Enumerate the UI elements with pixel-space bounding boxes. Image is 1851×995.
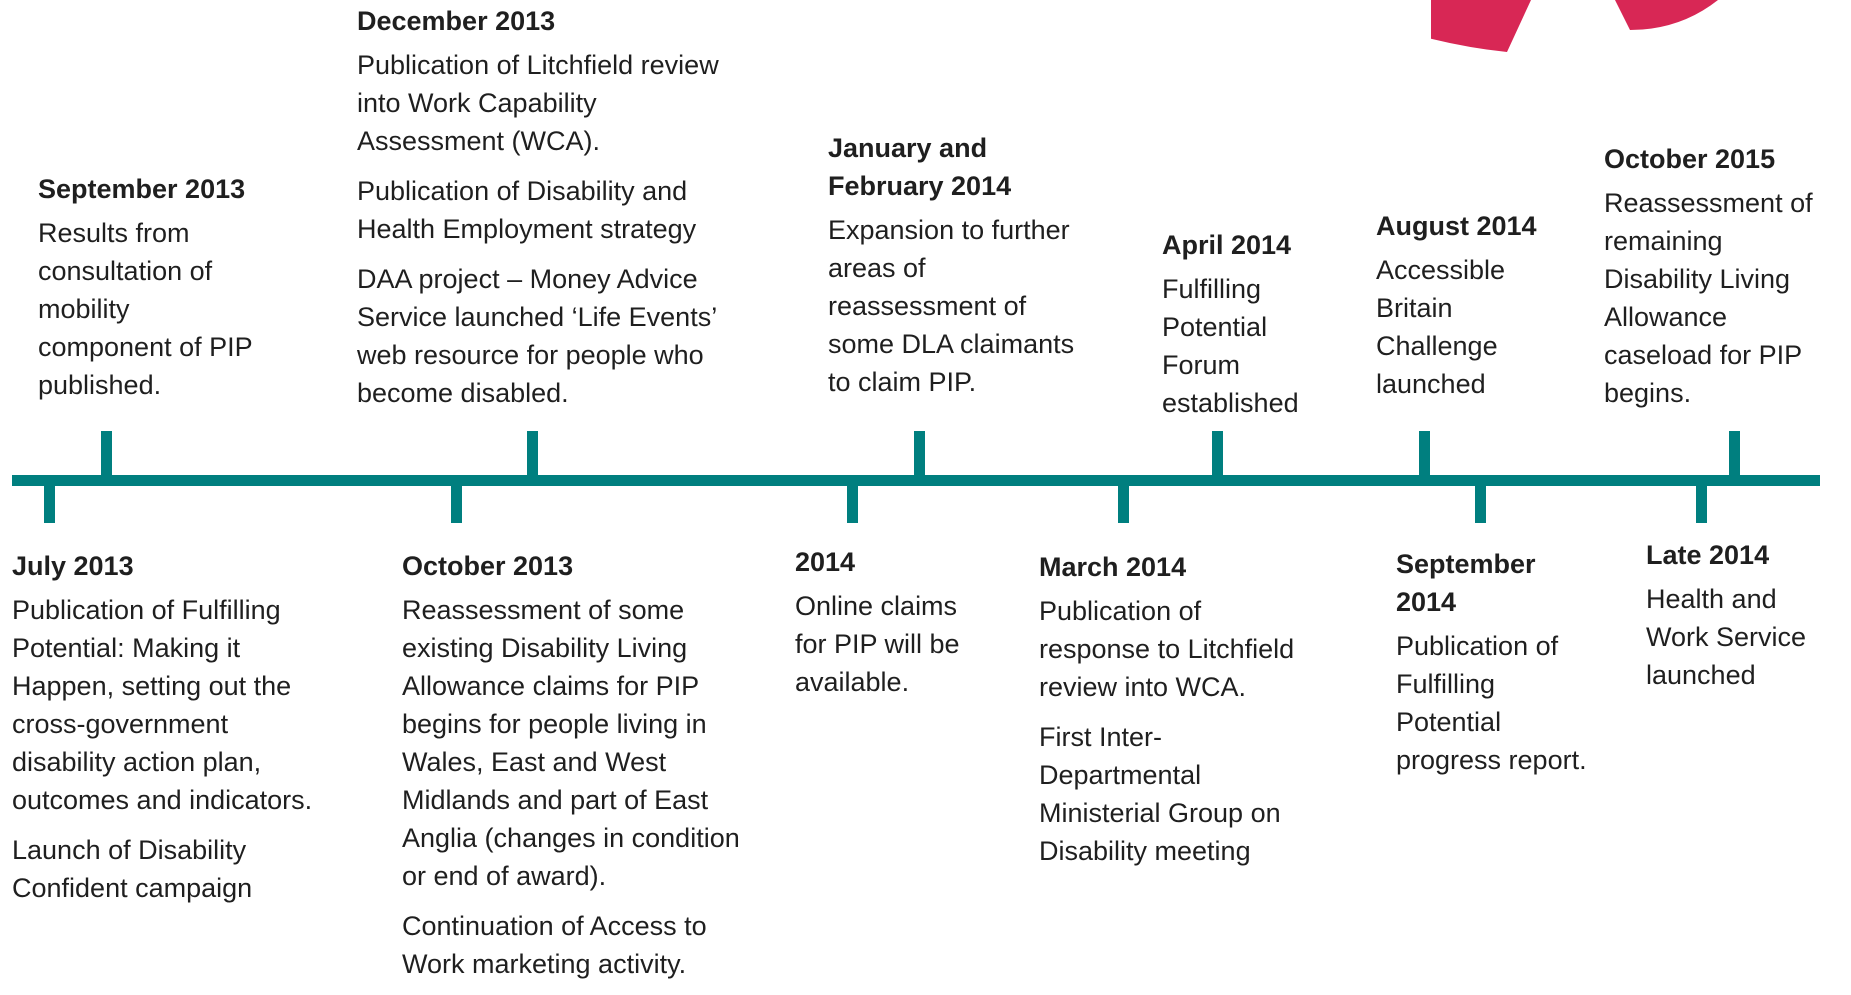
timeline-tick-late-2014: [1696, 479, 1707, 523]
event-date: October 2013: [402, 551, 574, 581]
event-description: Fulfilling Potential Forum established: [1162, 274, 1299, 418]
timeline-tick-october-2013: [451, 479, 462, 523]
event-description: Publication of Fulfilling Potential: Mak…: [12, 595, 313, 815]
timeline-tick-december-2013: [527, 431, 538, 475]
timeline-tick-april-2014: [1212, 431, 1223, 475]
event-april-2014: April 2014 Fulfilling Potential Forum es…: [1162, 226, 1362, 434]
event-description: Continuation of Access to Work marketing…: [402, 911, 707, 979]
event-september-2014: September 2014 Publication of Fulfilling…: [1396, 545, 1636, 791]
event-description: Online claims for PIP will be available.: [795, 591, 960, 697]
event-march-2014: March 2014 Publication of response to Li…: [1039, 548, 1359, 882]
timeline-tick-october-2015: [1729, 431, 1740, 475]
event-date: October 2015: [1604, 144, 1776, 174]
timeline-axis: [12, 475, 1820, 486]
event-date: April 2014: [1162, 230, 1292, 260]
event-description: Reassessment of remaining Disability Liv…: [1604, 188, 1813, 408]
event-date: July 2013: [12, 551, 134, 581]
event-description: First Inter- Departmental Ministerial Gr…: [1039, 722, 1281, 866]
event-late-2014: Late 2014 Health and Work Service launch…: [1646, 536, 1846, 706]
event-october-2015: October 2015 Reassessment of remaining D…: [1604, 140, 1844, 424]
event-description: Publication of response to Litchfield re…: [1039, 596, 1295, 702]
event-july-2013: July 2013 Publication of Fulfilling Pote…: [12, 547, 382, 919]
event-description: Publication of Litchfield review into Wo…: [357, 50, 719, 156]
decorative-shape-icon: [1431, 0, 1718, 52]
event-date: 2014: [795, 547, 856, 577]
event-date: March 2014: [1039, 552, 1187, 582]
event-description: Results from consultation of mobility co…: [38, 218, 253, 400]
event-date: Late 2014: [1646, 540, 1770, 570]
event-description: Reassessment of some existing Disability…: [402, 595, 740, 891]
event-date: September 2014: [1396, 549, 1536, 617]
event-date: December 2013: [357, 6, 556, 36]
timeline-tick-august-2014: [1419, 431, 1430, 475]
event-october-2013: October 2013 Reassessment of some existi…: [402, 547, 812, 995]
event-date: January and February 2014: [828, 133, 1012, 201]
event-september-2013: September 2013 Results from consultation…: [38, 170, 338, 416]
event-date: September 2013: [38, 174, 246, 204]
event-date: August 2014: [1376, 211, 1537, 241]
timeline-tick-september-2014: [1475, 479, 1486, 523]
event-description: Publication of Fulfilling Potential prog…: [1396, 631, 1587, 775]
event-august-2014: August 2014 Accessible Britain Challenge…: [1376, 207, 1576, 415]
event-description: Health and Work Service launched: [1646, 584, 1807, 690]
event-december-2013: December 2013 Publication of Litchfield …: [357, 2, 797, 424]
timeline-tick-jan-feb-2014: [914, 431, 925, 475]
event-description: DAA project – Money Advice Service launc…: [357, 264, 718, 408]
timeline-tick-september-2013: [101, 431, 112, 475]
event-description: Publication of Disability and Health Emp…: [357, 176, 697, 244]
event-2014: 2014 Online claims for PIP will be avail…: [795, 543, 1005, 713]
event-jan-feb-2014: January and February 2014 Expansion to f…: [828, 129, 1148, 413]
timeline-tick-2014: [847, 479, 858, 523]
event-description: Launch of Disability Confident campaign: [12, 835, 253, 903]
timeline-tick-july-2013: [44, 479, 55, 523]
event-description: Accessible Britain Challenge launched: [1376, 255, 1506, 399]
timeline-tick-march-2014: [1118, 479, 1129, 523]
event-description: Expansion to further areas of reassessme…: [828, 215, 1075, 397]
